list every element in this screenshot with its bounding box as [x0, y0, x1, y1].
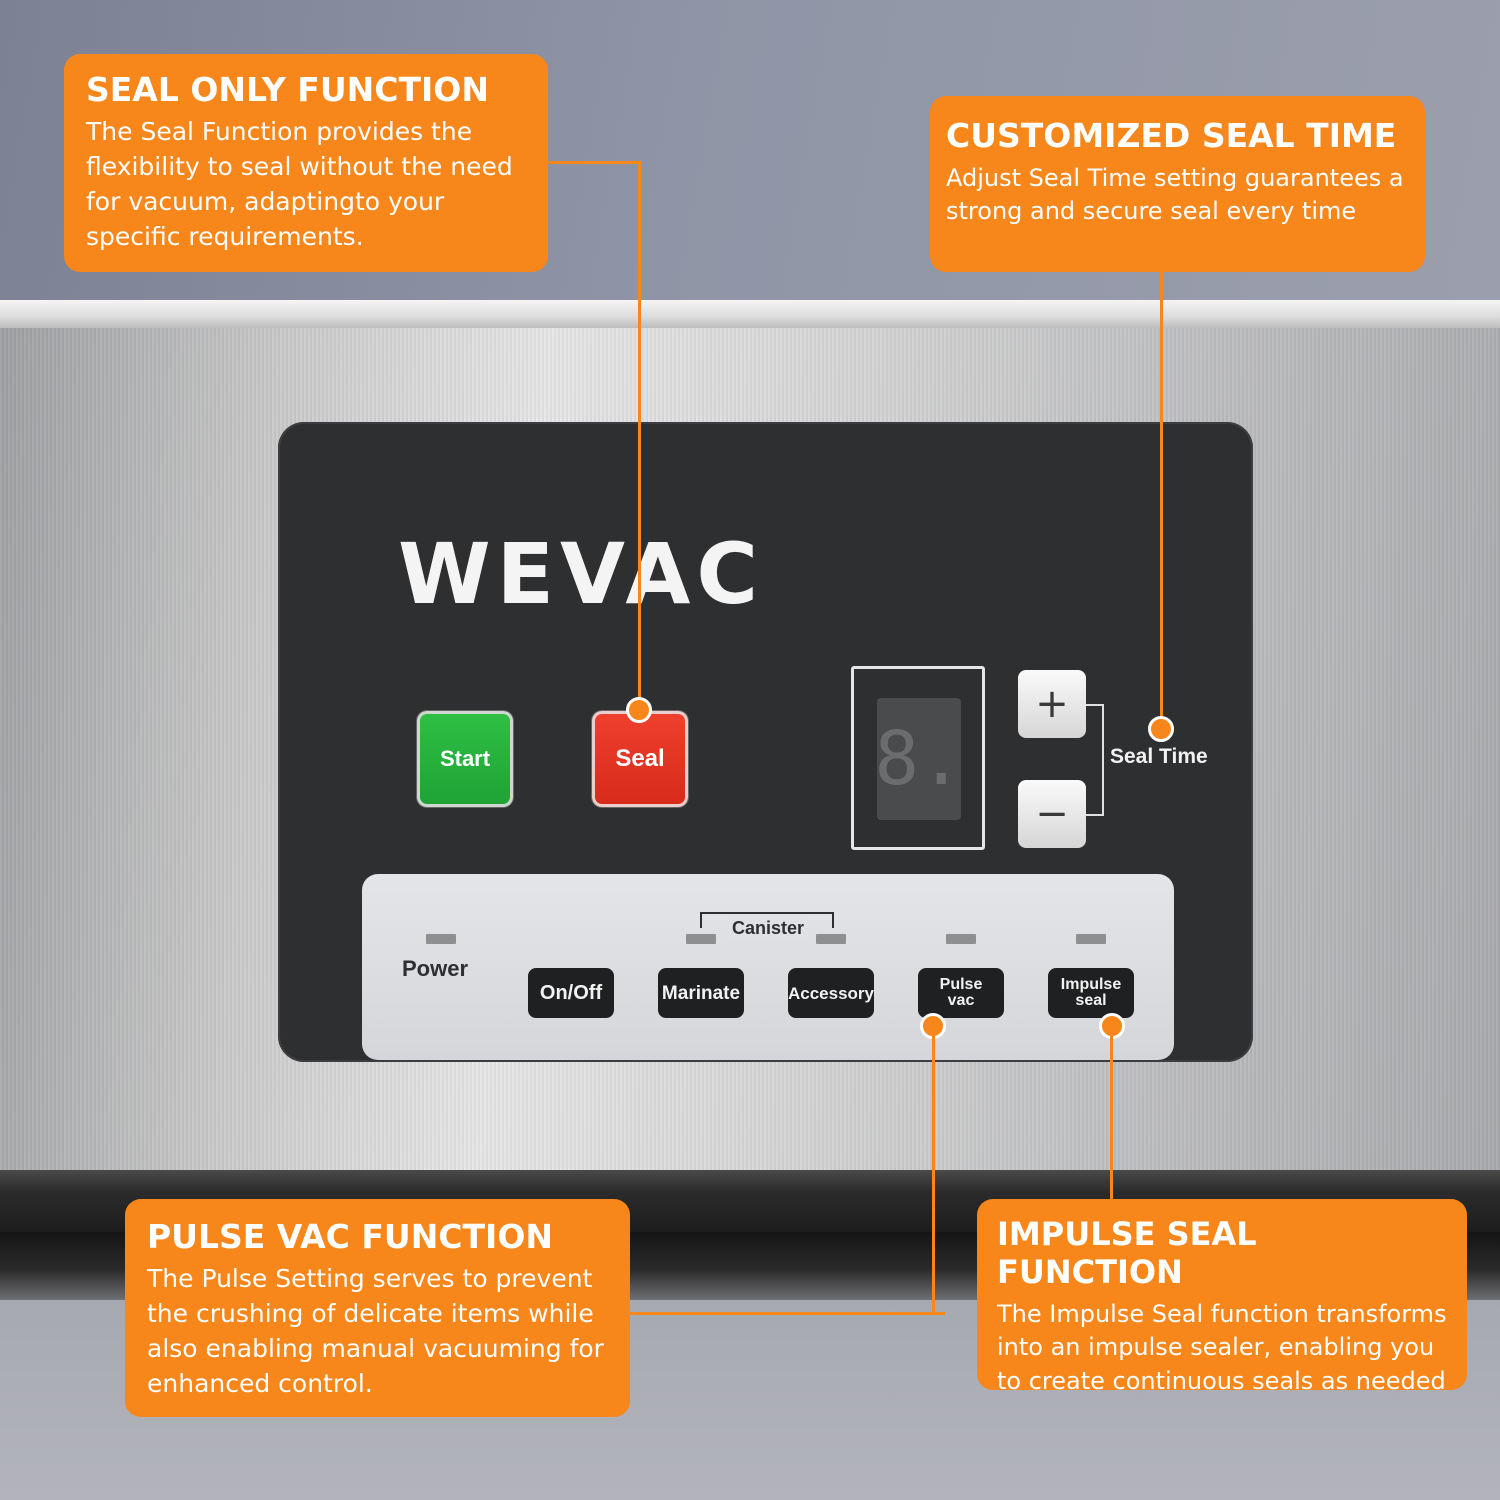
seal-only-connector-h [548, 161, 640, 164]
impulse-seal-connector-v [1110, 1036, 1113, 1200]
power-led [426, 934, 456, 944]
callout-seal-time-body: Adjust Seal Time setting guarantees a st… [946, 163, 1404, 226]
power-label: Power [402, 956, 469, 981]
callout-seal-time-title: CUSTOMIZED SEAL TIME [946, 116, 1397, 155]
callout-impulse-seal: IMPULSE SEAL FUNCTION The Impulse Seal f… [977, 1199, 1467, 1395]
pulse-vac-label-line2: vac [947, 992, 975, 1009]
callout-pulse-vac-title: PULSE VAC FUNCTION [147, 1217, 553, 1256]
pulse-vac-connector-h [628, 1312, 945, 1315]
canister-label: Canister [728, 918, 809, 939]
brand-logo: WEVAC [398, 525, 764, 623]
seven-segment-display: 8. [874, 698, 964, 820]
seal-only-connector-v [638, 161, 641, 709]
start-button[interactable]: Start [417, 711, 513, 807]
accessory-button[interactable]: Accessory [788, 968, 874, 1018]
callout-seal-time: CUSTOMIZED SEAL TIME Adjust Seal Time se… [930, 96, 1425, 272]
pulse-vac-label-line1: Pulse [939, 976, 983, 993]
canister-bracket [700, 912, 834, 928]
pulse-vac-led [946, 934, 976, 944]
device-top-edge [0, 300, 1500, 328]
callout-impulse-seal-body: The Impulse Seal function transforms int… [997, 1299, 1447, 1395]
seal-time-bracket [1086, 704, 1104, 816]
seal-time-plus-button[interactable]: + [1018, 670, 1086, 738]
accessory-led [816, 934, 846, 944]
impulse-seal-label-line2: seal [1075, 992, 1107, 1009]
impulse-seal-led [1076, 934, 1106, 944]
callout-pulse-vac: PULSE VAC FUNCTION The Pulse Setting ser… [125, 1199, 630, 1417]
pulse-vac-button[interactable]: Pulse vac [918, 968, 1004, 1018]
impulse-seal-label-line1: Impulse [1060, 976, 1122, 993]
marinate-led [686, 934, 716, 944]
seal-only-dot [626, 697, 652, 723]
seal-time-minus-button[interactable]: − [1018, 780, 1086, 848]
callout-seal-only: SEAL ONLY FUNCTION The Seal Function pro… [64, 54, 548, 272]
seal-time-connector-v [1160, 272, 1163, 718]
callout-seal-only-title: SEAL ONLY FUNCTION [86, 70, 489, 109]
pulse-vac-connector-v [932, 1036, 935, 1314]
callout-impulse-seal-title: IMPULSE SEAL FUNCTION [997, 1215, 1257, 1292]
callout-pulse-vac-body: The Pulse Setting serves to prevent the … [147, 1263, 604, 1398]
seal-time-label: Seal Time [1110, 745, 1208, 768]
on-off-button[interactable]: On/Off [528, 968, 614, 1018]
function-strip [362, 874, 1174, 1060]
seal-time-dot [1148, 716, 1174, 742]
callout-seal-only-body: The Seal Function provides the flexibili… [86, 116, 513, 251]
impulse-seal-button[interactable]: Impulse seal [1048, 968, 1134, 1018]
seal-button[interactable]: Seal [592, 711, 688, 807]
marinate-button[interactable]: Marinate [658, 968, 744, 1018]
